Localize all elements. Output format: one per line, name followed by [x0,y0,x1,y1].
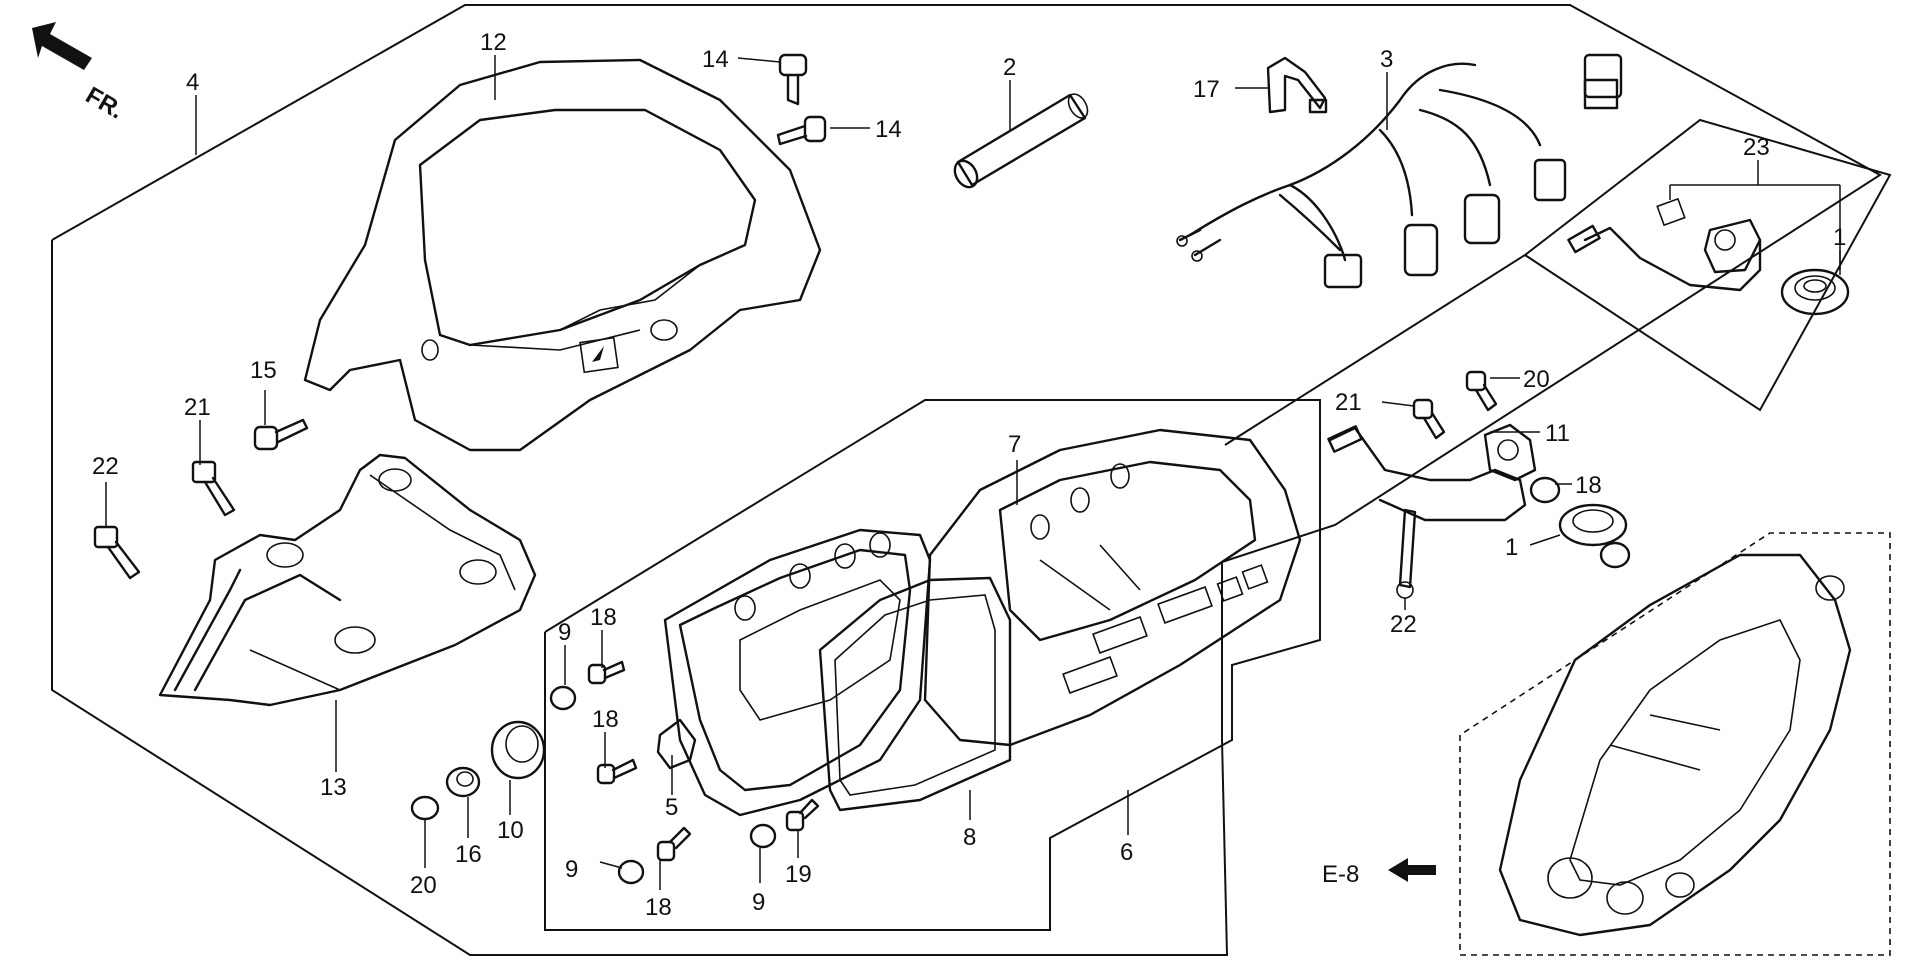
callout-7: 7 [1008,431,1021,458]
cushion-part-5 [656,718,697,770]
callout-19: 20 [410,872,437,899]
callout-4: 4 [186,69,199,96]
rubber-part-10 [490,720,546,780]
callout-9-top: 9 [558,619,571,646]
callout-18-mid: 18 [592,706,619,733]
meter-case-region [1459,532,1891,956]
sub-assembly-outline-23 [1524,118,1892,412]
callout-22: 22 [1390,611,1417,638]
screw-part-20-left [1412,398,1446,440]
screw-part-18-top [587,660,626,685]
callout-20-right: 20 [1523,366,1550,393]
callout-20-left: 21 [1335,389,1362,416]
meter-housing-part-7 [923,428,1302,747]
meter-unit-outline [544,399,1321,931]
front-direction-arrow-icon [32,22,92,70]
callout-13: 13 [320,774,347,801]
callout-1-lower: 1 [1505,534,1518,561]
nut-part-9-bottom-mid [749,823,777,849]
assembly-outline [51,4,1882,956]
meter-body-frame [663,528,932,817]
callout-5: 5 [665,794,678,821]
callout-14-left: 15 [250,357,277,384]
callout-21-upper: 21 [184,394,211,421]
o-ring-part-1-lower [1599,541,1631,569]
callout-16: 17 [1193,76,1220,103]
callout-9-bottom-left: 9 [565,856,578,883]
screw-part-20-right [1465,370,1498,412]
screw-part-14-mid [776,115,827,146]
callout-2: 2 [1003,54,1016,81]
bolt-part-21-lower [93,525,141,580]
collar-part-15 [445,766,481,798]
callout-15: 16 [455,841,482,868]
callout-3: 3 [1380,46,1393,73]
callout-18-top: 18 [590,604,617,631]
callout-11: 11 [1545,420,1570,447]
callout-14-mid: 14 [875,116,902,143]
callout-18-bottom-left: 18 [645,894,672,921]
reference-label: E-8 [1322,861,1359,888]
meter-case [1498,553,1852,937]
callout-21-lower: 22 [92,453,119,480]
screw-part-18-bottom-right [785,798,820,832]
callout-18-bottom-right: 19 [785,861,812,888]
screw-part-18-mid [596,758,638,785]
tube-part-2 [953,93,1089,189]
grommet-part-1-lower [1558,503,1628,547]
wire-harness-part-3 [1176,53,1623,289]
sensor-part-11 [1327,423,1537,522]
band-part-22 [1396,508,1417,599]
callout-14-top: 14 [702,46,729,73]
screw-part-14-top [778,53,808,106]
screw-part-14-left [253,418,309,451]
callout-23: 23 [1743,134,1770,161]
callout-6: 6 [1120,839,1133,866]
nut-part-9-bottom-left [617,859,645,885]
clamp-part-16 [1266,56,1328,114]
washer-part-19 [410,795,440,821]
orientation-label: FR. [81,82,128,125]
callout-17: 18 [1575,472,1602,499]
bolt-part-21-upper [191,460,236,517]
callout-1-upper: 1 [1833,224,1846,251]
sensor-part-23 [1567,197,1762,292]
callout-9-bottom-mid: 9 [752,889,765,916]
reference-arrow-icon [1388,858,1436,882]
grommet-part-1-upper [1780,268,1850,316]
meter-visor-part-12 [303,58,822,452]
screw-part-18-bottom-left [656,826,692,862]
leader-lines [105,55,1841,890]
callout-8: 8 [963,824,976,851]
meter-bracket-part-13 [158,453,537,707]
callout-12: 12 [480,29,507,56]
callout-10: 10 [497,817,524,844]
ring-part-17 [1529,476,1561,504]
nut-part-9-top [549,685,577,711]
